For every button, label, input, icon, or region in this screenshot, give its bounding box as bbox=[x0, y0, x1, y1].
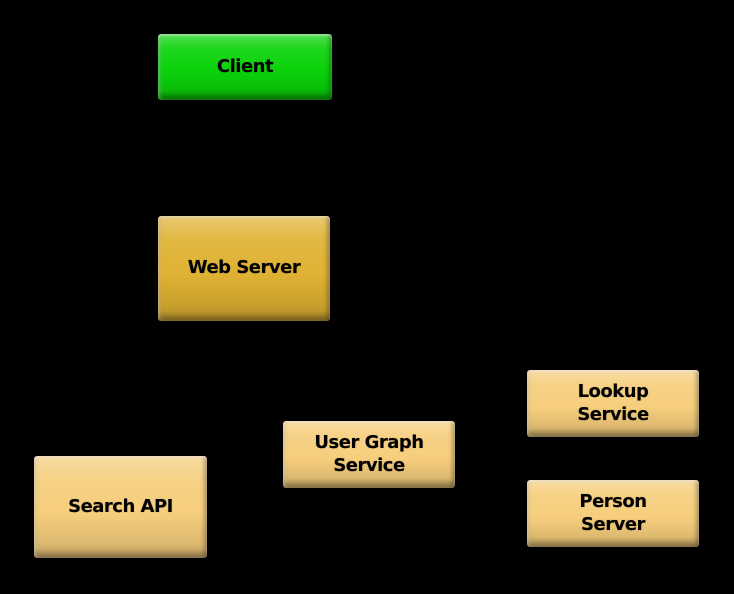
node-lookup-service: Lookup Service bbox=[527, 370, 699, 437]
node-user-graph-service: User Graph Service bbox=[283, 421, 455, 488]
node-web-server-label: Web Server bbox=[187, 257, 301, 279]
node-search-api-label: Search API bbox=[68, 495, 173, 517]
node-web-server: Web Server bbox=[158, 216, 330, 321]
node-client-label: Client bbox=[216, 55, 274, 77]
node-person-server-label: Person Server bbox=[579, 491, 647, 535]
node-person-server: Person Server bbox=[527, 480, 699, 547]
node-lookup-service-label: Lookup Service bbox=[577, 381, 649, 425]
node-search-api: Search API bbox=[34, 456, 207, 558]
node-client: Client bbox=[158, 34, 332, 100]
node-user-graph-service-label: User Graph Service bbox=[314, 432, 424, 476]
